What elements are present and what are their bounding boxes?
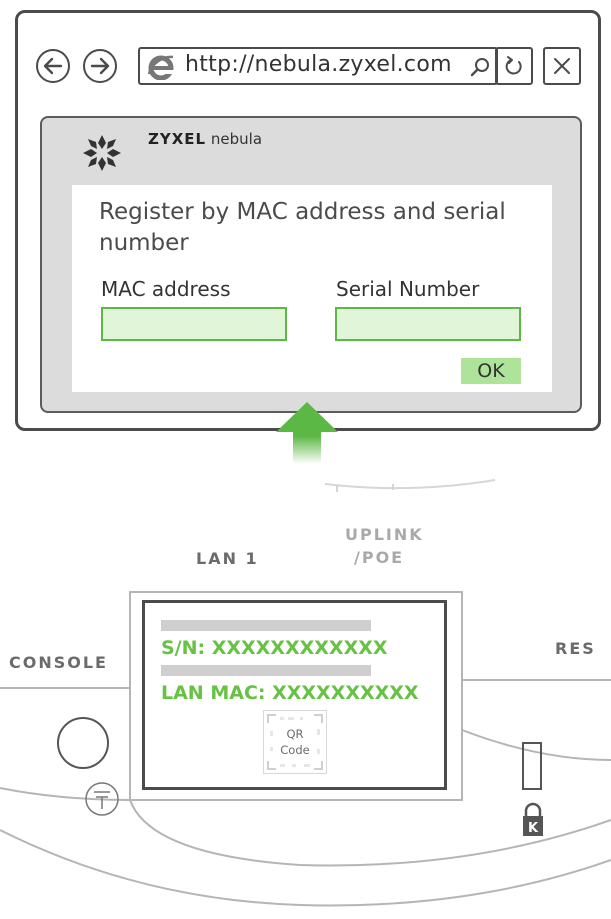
- kensington-lock-icon: K: [523, 802, 543, 836]
- qr-frame-icon: [267, 714, 323, 770]
- blank-text-bar: [161, 620, 371, 631]
- brand-zyxel: ZYXEL: [148, 130, 207, 148]
- browser-e-icon: [147, 55, 174, 80]
- close-icon: [554, 58, 570, 74]
- brand-nebula: nebula: [210, 130, 263, 148]
- brand-name: ZYXEL nebula: [148, 130, 262, 148]
- ok-button[interactable]: OK: [461, 358, 521, 384]
- search-icon[interactable]: [469, 56, 491, 78]
- nebula-logo-icon: [83, 135, 121, 171]
- arrow-up-icon: [276, 402, 338, 464]
- browser-window: http://nebula.zyxel.com: [15, 10, 601, 431]
- device-label-sticker: S/N: XXXXXXXXXXXX LAN MAC: XXXXXXXXXX QR…: [142, 600, 447, 790]
- qr-code: QR Code: [263, 710, 327, 774]
- back-button[interactable]: [36, 49, 70, 83]
- arrow-right-icon: [90, 57, 110, 75]
- refresh-button[interactable]: [495, 47, 533, 85]
- mac-address-label: MAC address: [101, 277, 231, 301]
- qr-label-line1: QR: [286, 727, 304, 741]
- ground-icon: [85, 782, 119, 816]
- device-outline: [0, 479, 611, 907]
- reset-slot: [522, 742, 542, 790]
- mac-address-input[interactable]: [101, 307, 287, 341]
- reset-label: RES: [555, 639, 596, 658]
- blank-text-bar: [161, 665, 371, 676]
- lan1-label: LAN 1: [196, 549, 259, 568]
- qr-label-line2: Code: [280, 743, 310, 757]
- lan-mac-text: LAN MAC: XXXXXXXXXX: [161, 682, 419, 704]
- svg-text:K: K: [528, 821, 539, 836]
- serial-number-label: Serial Number: [336, 277, 480, 301]
- uplink-label: UPLINK: [345, 525, 424, 544]
- forward-button[interactable]: [83, 49, 117, 83]
- register-form: Register by MAC address and serial numbe…: [72, 185, 552, 392]
- serial-number-input[interactable]: [335, 307, 521, 341]
- refresh-icon: [505, 56, 522, 75]
- address-bar[interactable]: http://nebula.zyxel.com: [138, 47, 498, 85]
- serial-number-text: S/N: XXXXXXXXXXXX: [161, 637, 388, 659]
- console-label: CONSOLE: [9, 653, 108, 672]
- close-button[interactable]: [543, 47, 581, 85]
- url-text: http://nebula.zyxel.com: [185, 52, 452, 77]
- poe-label: /POE: [354, 548, 405, 567]
- arrow-left-icon: [43, 57, 63, 75]
- console-port: [57, 717, 109, 769]
- nebula-panel: ZYXEL nebula Register by MAC address and…: [40, 116, 582, 413]
- form-title: Register by MAC address and serial numbe…: [99, 199, 506, 256]
